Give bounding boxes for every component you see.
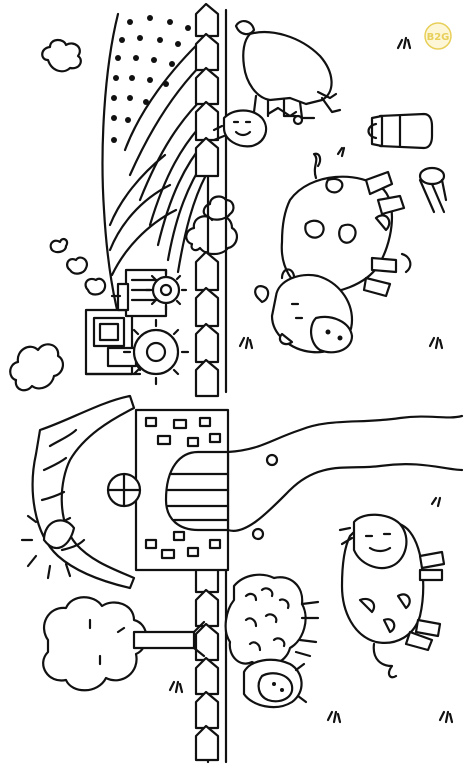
hill-dots	[111, 15, 191, 143]
cloud-near-fence	[185, 214, 238, 256]
milking-stool	[418, 166, 448, 214]
cow-udder	[374, 214, 391, 232]
cow-spot	[396, 593, 411, 610]
tractor	[49, 237, 190, 386]
cow-tail	[312, 152, 322, 180]
tree-trunk	[132, 630, 196, 650]
cloud-middle-left	[9, 343, 64, 392]
tractor-small-wheel	[144, 268, 188, 312]
tractor-big-wheel	[122, 318, 190, 386]
barn	[31, 394, 230, 590]
cow-small	[338, 513, 446, 679]
tree	[42, 596, 206, 692]
lamb	[242, 658, 308, 709]
smoke-puff	[66, 256, 88, 275]
dirt-path	[226, 414, 464, 541]
cloud-top-left	[41, 38, 82, 73]
milk-can	[367, 112, 434, 150]
goat-tail	[234, 20, 256, 36]
cow-large	[254, 152, 412, 354]
goat	[234, 20, 342, 120]
logo: B2G	[424, 22, 452, 50]
sun	[20, 514, 76, 580]
grass-tufts	[168, 36, 454, 724]
cow-ear	[254, 285, 270, 304]
cow-muzzle	[310, 315, 354, 354]
cow-spot	[325, 177, 344, 194]
cow-tail	[372, 642, 398, 679]
cow-spot	[358, 597, 376, 614]
cow-spot	[382, 618, 396, 634]
sheep	[224, 573, 320, 667]
fence	[194, 2, 228, 764]
cow-spot	[338, 223, 357, 244]
smoke-puff	[84, 277, 107, 296]
goat-kid	[212, 106, 304, 148]
logo-text: B2G	[427, 32, 450, 43]
barn-bricks	[144, 416, 222, 560]
cow-spot	[304, 219, 325, 239]
smoke-puff	[49, 237, 69, 254]
cow-head	[352, 513, 408, 570]
